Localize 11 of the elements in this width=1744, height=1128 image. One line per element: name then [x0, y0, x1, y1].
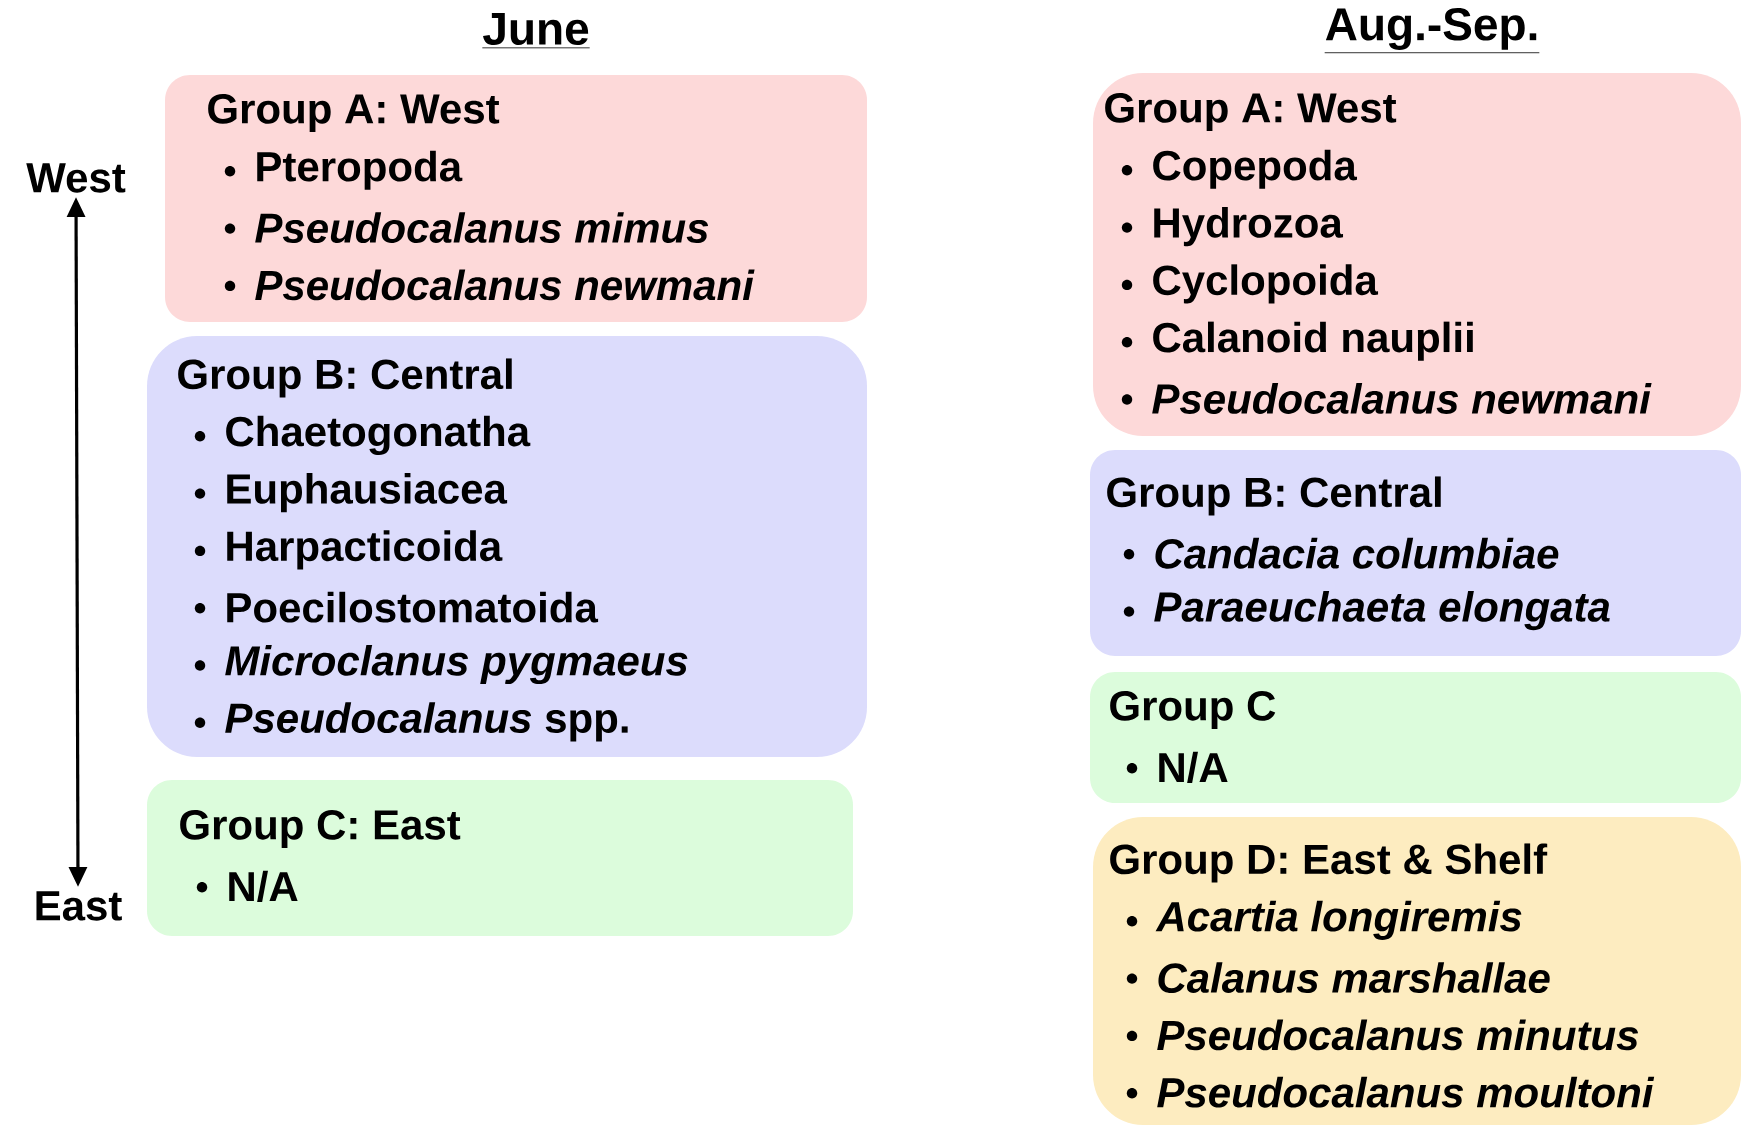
group-box: Group B: Central Chaetogonatha Euphausiacea Harpacticoida Poecilostomatoida Microclanus pygmaeus Pseudocalanus spp. — [147, 336, 867, 757]
column-heading: Aug.-Sep. — [1324, 8, 1540, 54]
group-box: Group C N/A — [1090, 672, 1741, 803]
group-box: Group A: West Pteropoda Pseudocalanus mimus Pseudocalanus newmani — [165, 75, 867, 322]
direction-label: West — [26, 163, 126, 193]
group-box: Group D: East & Shelf Acartia longiremis Calanus marshallae Pseudocalanus minutus Pseudocalanus moultoni — [1093, 817, 1741, 1125]
group-box: Group A: West Copepoda Hydrozoa Cyclopoida Calanoid nauplii Pseudocalanus newmani — [1093, 73, 1741, 436]
direction-label: East — [36, 891, 122, 921]
group-box: Group C: East N/A — [147, 780, 853, 936]
column-heading: June — [481, 12, 591, 49]
group-box: Group B: Central Candacia columbiae Paraeuchaeta elongata — [1090, 450, 1741, 656]
